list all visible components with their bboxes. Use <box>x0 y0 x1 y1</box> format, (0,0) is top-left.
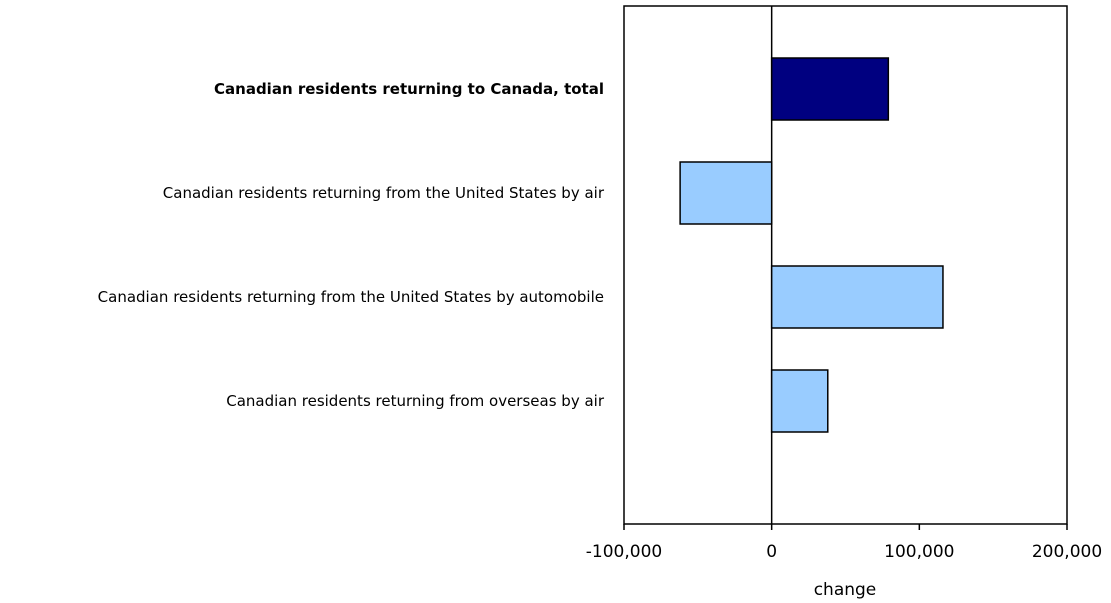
bar-4 <box>770 369 829 433</box>
bar-1 <box>770 57 890 121</box>
x-axis-ticks-layer: -100,000 0 100,000 200,000 <box>586 524 1102 562</box>
x-axis-title: change <box>814 580 877 600</box>
category-label-2: Canadian residents returning from the Un… <box>163 184 605 202</box>
x-tick-label-3: 100,000 <box>884 542 954 562</box>
category-labels-layer: Canadian residents returning to Canada, … <box>98 80 605 410</box>
category-label-4: Canadian residents returning from overse… <box>226 392 605 410</box>
bars-layer <box>679 6 944 524</box>
bar-3 <box>770 265 944 329</box>
category-label-3: Canadian residents returning from the Un… <box>98 288 604 306</box>
x-tick-label-2: 0 <box>766 542 777 562</box>
category-label-1: Canadian residents returning to Canada, … <box>214 80 604 98</box>
x-tick-label-4: 200,000 <box>1032 542 1102 562</box>
bar-2 <box>679 161 773 225</box>
x-tick-label-1: -100,000 <box>586 542 662 562</box>
